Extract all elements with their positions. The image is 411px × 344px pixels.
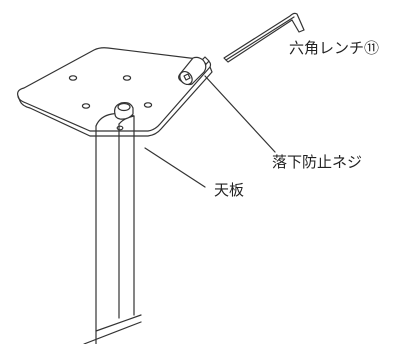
mounting-holes	[68, 75, 153, 131]
table-top-label: 天板	[214, 181, 245, 199]
table-top-plate	[17, 47, 213, 137]
hex-wrench-drawing	[223, 12, 305, 63]
fall-prevention-screw-drawing	[178, 56, 210, 86]
plate-bolt-nub	[114, 101, 134, 120]
leader-lines	[144, 75, 276, 188]
fall-prevention-screw-label: 落下防止ネジ	[272, 153, 363, 171]
hex-wrench-label: 六角レンチ⑪	[289, 39, 380, 57]
support-post	[83, 112, 142, 344]
